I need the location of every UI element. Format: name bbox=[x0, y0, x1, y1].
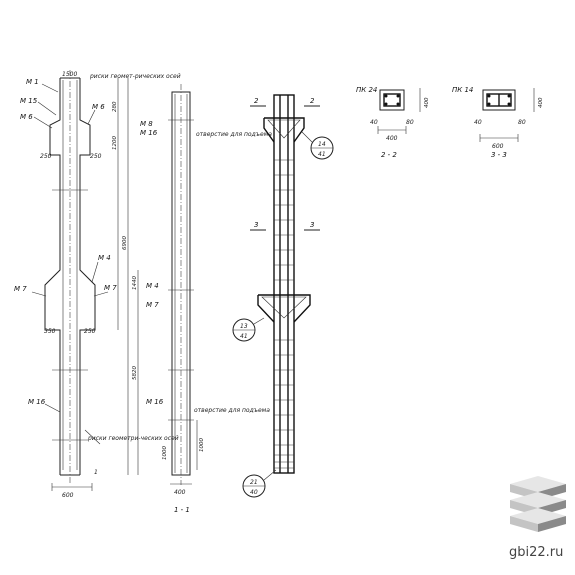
label-pk14: ПК 14 bbox=[452, 86, 473, 94]
dim-400-s22: 400 bbox=[386, 135, 398, 142]
section-2-2-view: ПК 24 400 40 80 400 2 - 2 bbox=[356, 86, 430, 159]
rebar-top-bracket bbox=[263, 117, 305, 143]
dim-80-s22: 80 bbox=[406, 119, 414, 126]
label-hole-bottom: отверстие для подъема bbox=[194, 407, 270, 414]
label-m15: М 15 bbox=[20, 97, 38, 105]
callout-top-den: 41 bbox=[318, 151, 326, 158]
label-m7-right: М 7 bbox=[104, 284, 117, 292]
column-side-view: М 1 М 15 М 6 М 6 М 4 М 7 М 7 М 16 риски … bbox=[14, 70, 181, 499]
label-m16-bottom: М 16 bbox=[146, 398, 164, 406]
label-axis-marks-top: риски геомет-рических осей bbox=[89, 73, 181, 80]
section-mark-3-right: 3 bbox=[310, 221, 314, 229]
callout-bot-num: 21 bbox=[250, 479, 258, 486]
section-1-1-title: 1 - 1 bbox=[174, 506, 190, 514]
dim-80-s33: 80 bbox=[518, 119, 526, 126]
site-watermark[interactable]: gbi22.ru bbox=[509, 545, 563, 560]
section-2-2-title: 2 - 2 bbox=[381, 151, 397, 159]
label-m8: М 8 bbox=[140, 120, 153, 128]
rebar-lower-bracket bbox=[257, 294, 311, 323]
section-mark-2-left: 2 bbox=[254, 97, 259, 105]
section-3-3-outline bbox=[482, 89, 516, 111]
column-outline bbox=[44, 78, 96, 475]
label-hole-top: отверстие для подъема bbox=[196, 131, 272, 138]
dim-vert-s33: 400 bbox=[538, 97, 544, 108]
section-mark-3-left: 3 bbox=[254, 221, 258, 229]
label-m1: М 1 bbox=[26, 78, 39, 86]
label-m7-left: М 7 bbox=[14, 285, 27, 293]
dim-1440: 1440 bbox=[132, 276, 138, 290]
callout-mid-den: 41 bbox=[240, 333, 248, 340]
dim-600-s33: 600 bbox=[492, 143, 504, 150]
section-1-1-view: М 8 М 16 М 4 М 7 М 16 отверстие для подъ… bbox=[140, 84, 272, 514]
rebar-cage bbox=[273, 94, 295, 474]
label-m4: М 4 bbox=[98, 254, 111, 262]
section-3-3-title: 3 - 3 bbox=[491, 151, 507, 159]
dim-250-lower-right: 250 bbox=[84, 328, 96, 335]
callout-bot-den: 40 bbox=[250, 489, 258, 496]
section-2-2-outline bbox=[379, 89, 405, 111]
dim-1000b-section: 1000 bbox=[162, 446, 168, 460]
label-m16: М 16 bbox=[28, 398, 46, 406]
dim-5820: 5820 bbox=[132, 366, 138, 380]
section-mark-2-right: 2 bbox=[310, 97, 315, 105]
stacked-slabs-icon bbox=[510, 476, 566, 532]
dim-250-left: 250 bbox=[40, 153, 52, 160]
label-m16-top: М 16 bbox=[140, 129, 158, 137]
reinforcement-view: 2 2 3 3 14 41 13 41 21 40 bbox=[232, 94, 334, 498]
label-m6-right: М 6 bbox=[92, 103, 105, 111]
label-m4-section: М 4 bbox=[146, 282, 159, 290]
label-pk24: ПК 24 bbox=[356, 86, 377, 94]
dim-1200: 1200 bbox=[112, 136, 118, 150]
dim-280: 280 bbox=[112, 101, 118, 112]
label-m6-left: М 6 bbox=[20, 113, 33, 121]
dim-40-s22: 40 bbox=[370, 119, 378, 126]
dim-40-s33: 40 bbox=[474, 119, 482, 126]
dim-1500: 1500 bbox=[62, 71, 77, 78]
dim-vert-s22: 400 bbox=[424, 97, 430, 108]
callout-mid-num: 13 bbox=[240, 323, 248, 330]
label-axis-marks-bottom: риски геометри-ческих осей bbox=[87, 435, 179, 442]
label-m7-section: М 7 bbox=[146, 301, 159, 309]
section-3-3-view: ПК 14 600 40 80 400 3 - 3 bbox=[452, 86, 544, 159]
dim-6900: 6900 bbox=[122, 236, 128, 250]
dim-250-right: 250 bbox=[90, 153, 102, 160]
dim-1000-section: 1000 bbox=[199, 438, 205, 452]
dim-400-section: 400 bbox=[174, 489, 186, 496]
dim-1: 1 bbox=[94, 469, 98, 476]
dim-600: 600 bbox=[62, 492, 74, 499]
callout-top-num: 14 bbox=[318, 141, 326, 148]
dim-350-left: 350 bbox=[44, 328, 56, 335]
